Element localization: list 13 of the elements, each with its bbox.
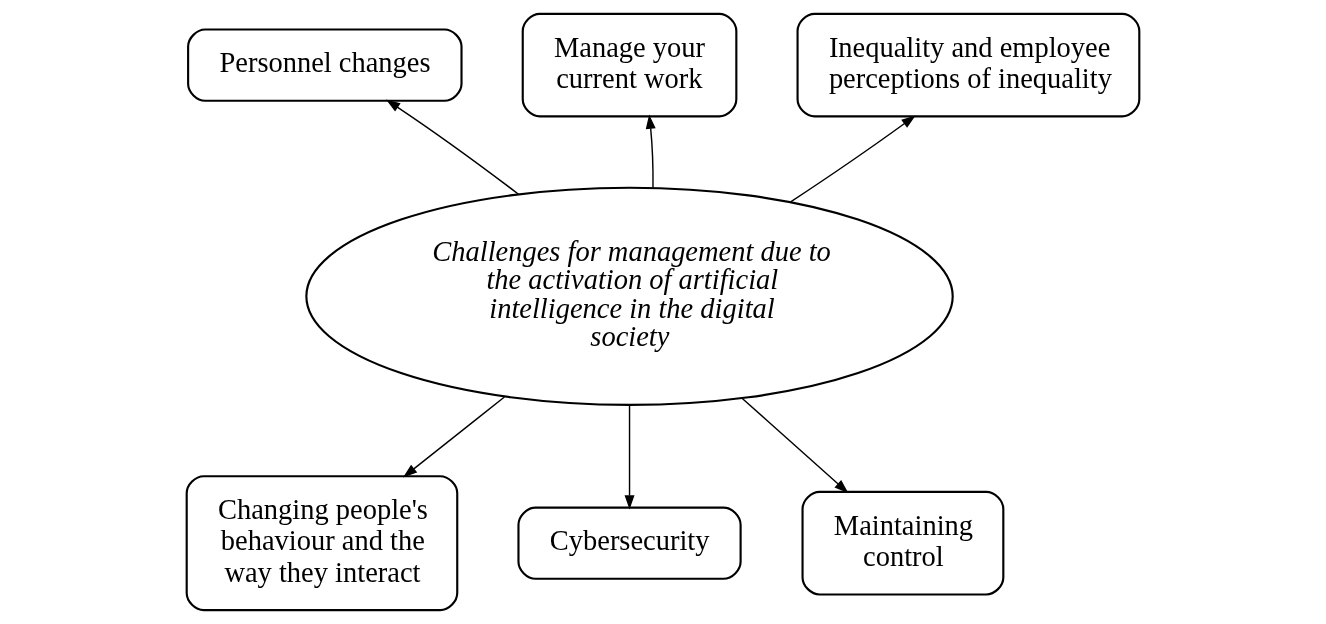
- arrow: [386, 99, 520, 195]
- node-box: Inequality and employee perceptions of inequality: [796, 12, 1141, 118]
- node-box: Personnel changes: [187, 28, 463, 102]
- arrow: [403, 396, 506, 478]
- node-box: Cybersecurity: [517, 506, 742, 580]
- arrow: [624, 404, 635, 510]
- node-box: Manage your current work: [521, 12, 738, 118]
- node-box: Changing people's behaviour and the way they interact: [185, 475, 459, 612]
- node-box: Maintaining control: [801, 490, 1005, 596]
- arrow: [790, 115, 916, 203]
- arrow: [645, 114, 656, 189]
- node-ellipse: Challenges for management due to the activation of artificial intelligence in the digital society: [305, 186, 954, 406]
- arrow: [741, 397, 849, 494]
